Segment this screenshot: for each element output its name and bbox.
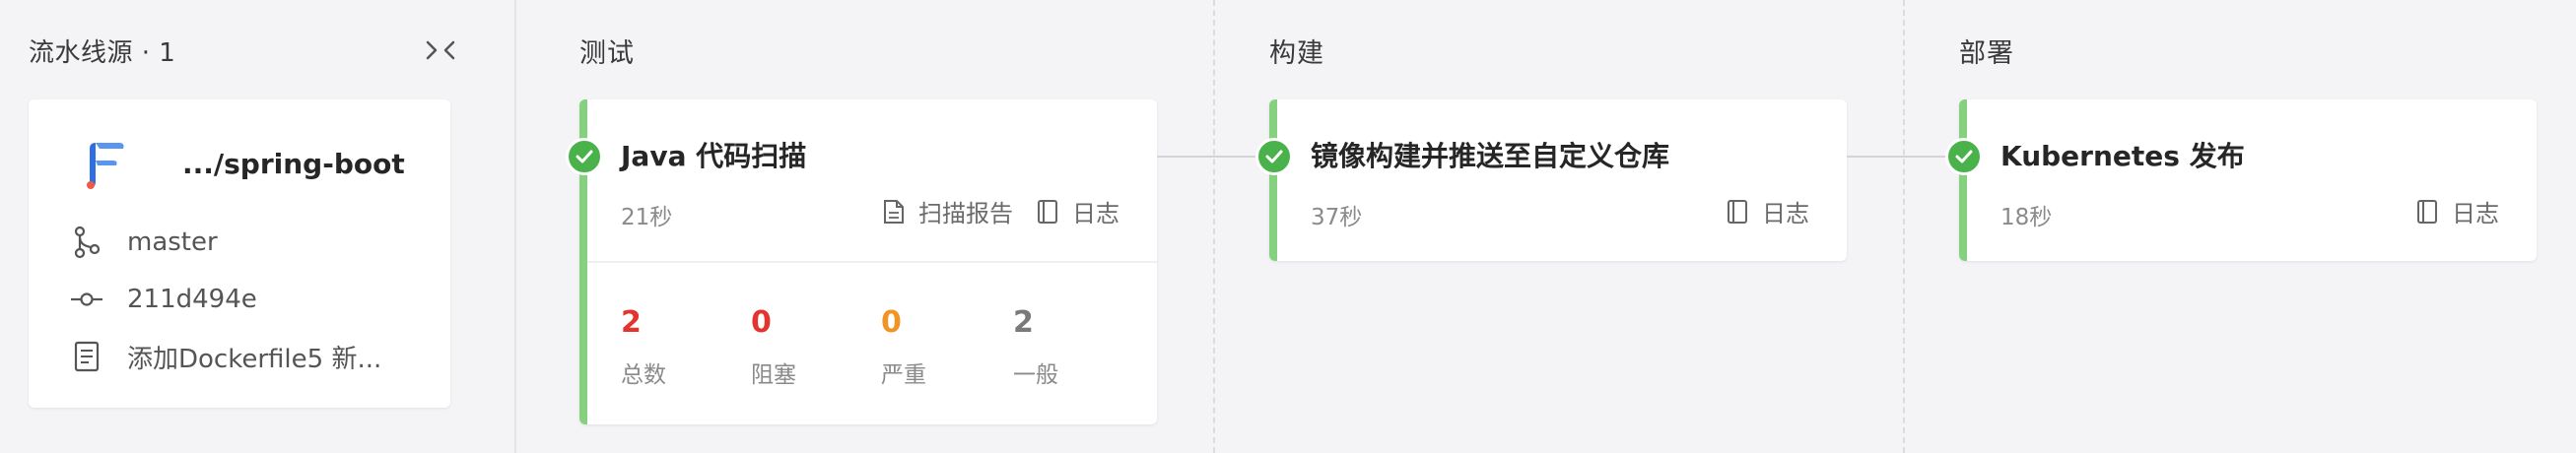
commit-message-row: 添加Dockerfile5 新... [70,337,381,376]
job-card-java-scan[interactable]: Java 代码扫描 21秒 扫描报告 日志 [579,99,1157,424]
log-label: 日志 [2452,200,2499,227]
book-icon [1727,199,1750,225]
job-name: Kubernetes 发布 [2000,140,2245,172]
log-link[interactable]: 日志 [1727,194,1809,228]
stage-divider [1213,0,1215,453]
git-commit-icon [70,283,103,316]
repo-logo-icon [78,135,135,192]
job-duration: 18秒 [2000,205,2053,230]
job-actions: 日志 [2393,194,2499,228]
job-actions: 扫描报告 日志 [859,194,1119,228]
job-status-bar [579,99,587,424]
collapse-icon[interactable] [419,31,462,70]
scan-report-link[interactable]: 扫描报告 [883,194,1013,228]
job-name: 镜像构建并推送至自定义仓库 [1311,140,1670,172]
stage-title-test: 测试 [579,38,635,69]
job-duration: 37秒 [1311,205,1363,230]
stat-blocker-value: 0 [751,305,772,340]
commit-message: 添加Dockerfile5 新... [127,344,382,374]
check-circle-icon [1255,138,1293,175]
source-panel-title: 流水线源 · 1 [29,37,176,68]
stage-title-build: 构建 [1269,38,1324,69]
source-card[interactable]: .../spring-boot master [29,99,450,408]
stage-title-deploy: 部署 [1959,38,2014,69]
job-card-image-build[interactable]: 镜像构建并推送至自定义仓库 37秒 日志 [1269,99,1847,261]
job-status-bar [1269,99,1277,261]
stat-total-label: 总数 [621,362,666,388]
job-status-bar [1959,99,1967,261]
branch-row: master [70,223,218,262]
commit-row: 211d494e [70,280,257,319]
stat-total-value: 2 [621,305,642,340]
job-duration: 21秒 [621,205,673,230]
pipeline-source-panel: 流水线源 · 1 .../spring-boot [0,0,516,453]
stat-normal: 2 一般 [1013,308,1131,389]
stat-critical-value: 0 [881,305,902,340]
job-name: Java 代码扫描 [621,140,807,172]
job-actions: 日志 [1703,194,1809,228]
log-label: 日志 [1072,200,1119,227]
stat-normal-label: 一般 [1013,362,1058,388]
stat-critical-label: 严重 [881,362,926,388]
stat-blocker: 0 阻塞 [751,308,869,389]
stage-divider [1903,0,1905,453]
log-link[interactable]: 日志 [1037,194,1119,228]
stat-normal-value: 2 [1013,305,1034,340]
report-divider [587,261,1157,263]
scan-report-label: 扫描报告 [918,200,1013,227]
log-link[interactable]: 日志 [2416,194,2499,228]
log-label: 日志 [1762,200,1809,227]
source-header: 流水线源 · 1 [29,30,462,71]
book-icon [2416,199,2440,225]
stat-total: 2 总数 [621,308,739,389]
file-report-icon [883,199,907,225]
repo-name[interactable]: .../spring-boot [182,147,405,180]
repo-row: .../spring-boot [78,135,405,192]
book-icon [1037,199,1060,225]
stat-critical: 0 严重 [881,308,999,389]
branch-name: master [127,227,218,257]
git-branch-icon [70,226,103,259]
check-circle-icon [566,138,603,175]
commit-hash[interactable]: 211d494e [127,285,257,314]
check-circle-icon [1945,138,1983,175]
job-card-k8s-deploy[interactable]: Kubernetes 发布 18秒 日志 [1959,99,2537,261]
stat-blocker-label: 阻塞 [751,362,796,388]
document-icon [70,340,103,373]
